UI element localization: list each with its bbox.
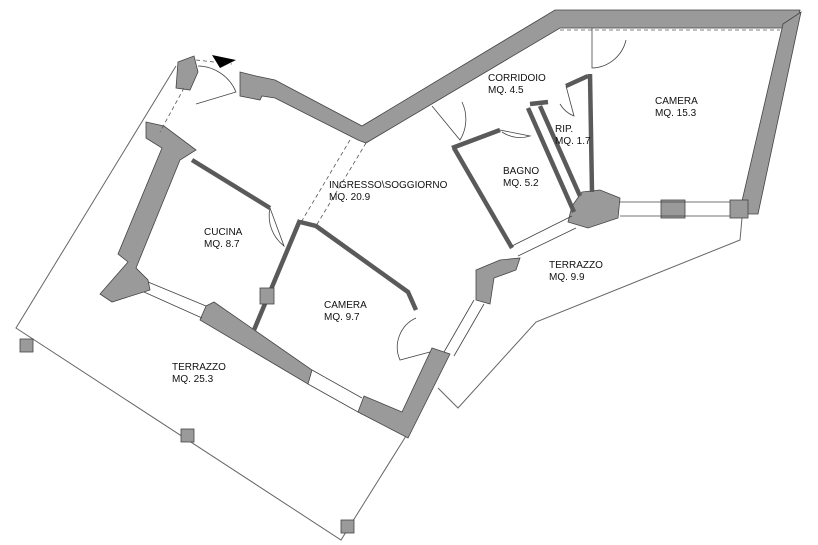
room-area: MQ. 15.3 xyxy=(655,108,697,119)
window-cucina xyxy=(143,291,203,319)
window-cucina xyxy=(147,281,207,307)
room-name: CAMERA xyxy=(324,300,367,311)
room-area: MQ. 20.9 xyxy=(329,192,371,203)
door-entrance xyxy=(195,65,237,105)
door-rip xyxy=(559,85,575,117)
wall-bagno-east xyxy=(525,107,577,213)
room-name: TERRAZZO xyxy=(549,260,603,271)
room-area: MQ. 25.3 xyxy=(172,374,214,385)
room-area: MQ. 9.9 xyxy=(549,272,585,283)
terrace-west-outline xyxy=(15,65,407,541)
room-label-ripostiglio: RIP. MQ. 1.7 xyxy=(555,124,591,148)
wall-cucina-west xyxy=(99,121,197,303)
wall-camera-west xyxy=(587,73,595,193)
wall-corner-block xyxy=(567,189,621,229)
door-camera-sud xyxy=(396,317,431,361)
door-bagno xyxy=(499,129,532,138)
window-soggiorno xyxy=(443,299,475,353)
room-label-soggiorno: INGRESSO\SOGGIORNO MQ. 20.9 xyxy=(329,180,447,204)
entrance-arrow-icon xyxy=(212,55,236,68)
room-area: MQ. 4.5 xyxy=(488,85,524,96)
room-label-cucina: CUCINA MQ. 8.7 xyxy=(204,227,242,251)
wall-camera-sud-north xyxy=(299,219,419,311)
room-area: MQ. 9.7 xyxy=(324,312,360,323)
wall-rip-west xyxy=(537,105,583,197)
room-label-terrazzo-ovest: TERRAZZO MQ. 25.3 xyxy=(172,362,226,386)
wall-entrance-jamb xyxy=(175,55,199,91)
wall-cucina-east xyxy=(251,219,303,331)
terrace-column xyxy=(180,428,195,443)
wall-soggiorno-pier xyxy=(475,257,521,305)
room-name: BAGNO xyxy=(503,166,540,177)
room-area: MQ. 5.2 xyxy=(503,178,539,189)
window-camera-sud xyxy=(311,369,363,399)
terrace-east-outline xyxy=(437,217,743,409)
room-name: TERRAZZO xyxy=(172,362,226,373)
terrace-column xyxy=(340,519,355,534)
window-soggiorno xyxy=(453,303,485,357)
room-label-corridoio: CORRIDOIO MQ. 4.5 xyxy=(488,73,546,97)
room-name: INGRESSO\SOGGIORNO xyxy=(329,180,448,191)
wall-camera-bottom-pier xyxy=(660,199,686,219)
door-cucina xyxy=(268,207,285,248)
window-bagno xyxy=(517,227,577,257)
room-label-camera-sud: CAMERA MQ. 9.7 xyxy=(324,300,367,324)
wall-camera-sud-east xyxy=(357,347,451,439)
room-area: MQ. 1.7 xyxy=(555,136,591,147)
wall-corridoio-rip xyxy=(565,73,589,89)
room-name: CUCINA xyxy=(204,227,243,238)
window-bagno xyxy=(511,215,573,247)
room-label-terrazzo-est: TERRAZZO MQ. 9.9 xyxy=(549,260,603,284)
dashed-line xyxy=(159,87,185,133)
room-name: RIP. xyxy=(555,124,574,135)
door-soggiorno-corr xyxy=(431,101,467,141)
wall-northeast xyxy=(239,9,801,144)
wall-cucina-pier xyxy=(259,287,275,305)
dashed-line xyxy=(315,142,367,227)
room-label-bagno: BAGNO MQ. 5.2 xyxy=(503,166,539,190)
room-area: MQ. 8.7 xyxy=(204,239,240,250)
wall-cucina-north xyxy=(190,158,272,210)
room-name: CAMERA xyxy=(655,96,698,107)
wall-east-end xyxy=(729,199,749,219)
room-name: CORRIDOIO xyxy=(488,73,546,84)
dashed-line xyxy=(299,139,351,225)
window-camera-sud xyxy=(307,383,359,413)
door-camera-nord xyxy=(591,28,627,69)
wall-bagno-west xyxy=(452,146,514,250)
wall-bagno-top xyxy=(451,127,501,151)
room-label-camera-nord: CAMERA MQ. 15.3 xyxy=(655,96,698,120)
terrace-column xyxy=(19,338,34,353)
wall-rip-top xyxy=(529,99,549,107)
wall-east xyxy=(738,11,802,215)
